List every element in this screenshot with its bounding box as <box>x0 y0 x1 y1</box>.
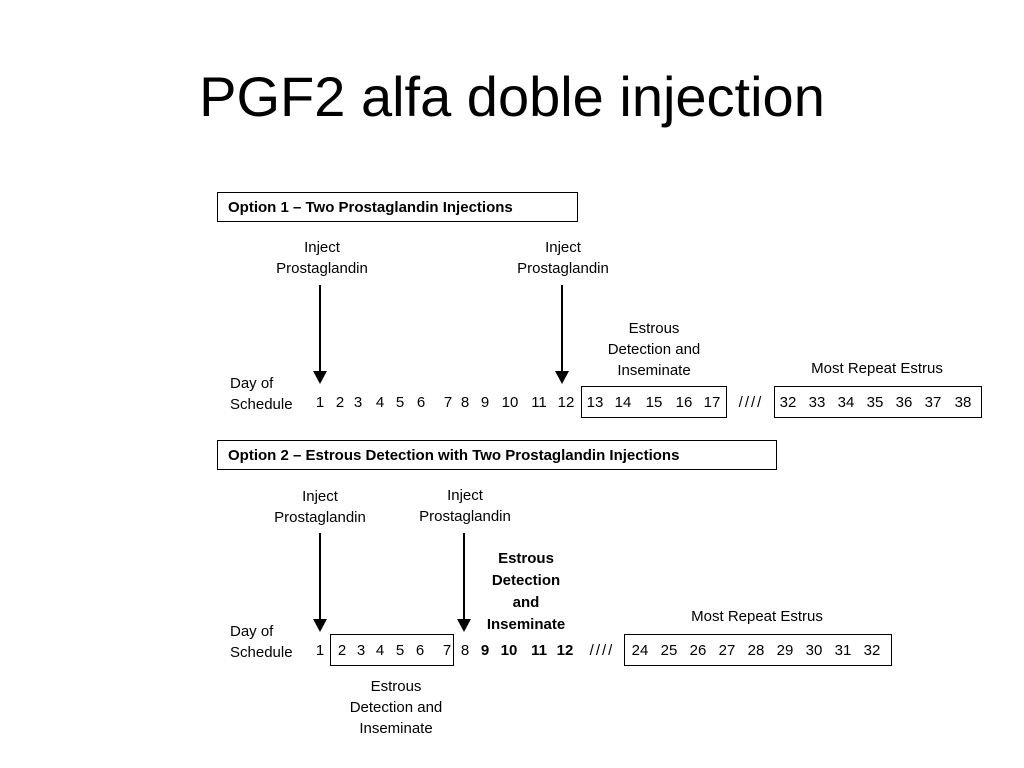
option2-estrous-days-box <box>330 634 454 666</box>
label-line: Estrous <box>498 550 554 567</box>
day-number-bold: 11 <box>531 642 547 659</box>
option1-arrow-1-shaft <box>319 285 321 372</box>
day-number-bold: 10 <box>500 642 518 659</box>
day-number: 26 <box>689 642 707 659</box>
prostaglandin-word: Prostaglandin <box>419 508 511 525</box>
option2-arrow-2-shaft <box>463 533 465 621</box>
day-number: 4 <box>375 394 385 411</box>
label-line: Day of <box>230 375 274 392</box>
inject-word: Inject <box>304 239 340 256</box>
day-number: 3 <box>356 642 366 659</box>
inject-word: Inject <box>545 239 581 256</box>
day-number: 36 <box>895 394 913 411</box>
day-number: 6 <box>415 642 425 659</box>
day-number: 17 <box>703 394 721 411</box>
option1-arrow-2-shaft <box>561 285 563 372</box>
option2-estrous-label-below: Estrous Detection and Inseminate <box>336 676 456 739</box>
day-number: 30 <box>805 642 823 659</box>
day-number-bold: 12 <box>556 642 574 659</box>
day-number: 14 <box>614 394 632 411</box>
label-line: Detection and <box>607 341 701 358</box>
day-number: 32 <box>863 642 881 659</box>
label-line: Estrous <box>628 320 680 337</box>
day-number: 33 <box>808 394 826 411</box>
day-number: 8 <box>460 642 470 659</box>
option1-estrous-label: Estrous Detection and Inseminate <box>594 318 714 381</box>
option1-arrow-2-head <box>555 371 569 384</box>
day-number-bold: 9 <box>480 642 490 659</box>
day-number: 37 <box>924 394 942 411</box>
day-number: 29 <box>776 642 794 659</box>
day-number: 2 <box>335 394 345 411</box>
option2-repeat-days-box <box>624 634 892 666</box>
option1-inject-label-1: Inject Prostaglandin <box>262 237 382 279</box>
day-number: 12 <box>557 394 575 411</box>
inject-word: Inject <box>302 488 338 505</box>
option2-arrow-1-head <box>313 619 327 632</box>
label-line: Detection and <box>349 699 443 716</box>
option1-repeat-label: Most Repeat Estrus <box>811 360 943 377</box>
option2-arrow-2-head <box>457 619 471 632</box>
prostaglandin-word: Prostaglandin <box>276 260 368 277</box>
option1-inject-label-2: Inject Prostaglandin <box>503 237 623 279</box>
day-number: 3 <box>353 394 363 411</box>
day-number: 28 <box>747 642 765 659</box>
prostaglandin-word: Prostaglandin <box>274 509 366 526</box>
day-number: 4 <box>375 642 385 659</box>
day-number: 6 <box>416 394 426 411</box>
day-number: 31 <box>834 642 852 659</box>
option1-break-mark: //// <box>738 394 764 411</box>
option1-repeat-days-box <box>774 386 982 418</box>
option2-arrow-1-shaft <box>319 533 321 621</box>
label-line: Estrous <box>370 678 422 695</box>
day-number: 35 <box>866 394 884 411</box>
day-number: 5 <box>395 642 405 659</box>
day-number: 5 <box>395 394 405 411</box>
day-number: 10 <box>501 394 519 411</box>
label-line: Inseminate <box>617 362 691 379</box>
day-number: 8 <box>460 394 470 411</box>
day-number: 25 <box>660 642 678 659</box>
option2-header: Option 2 – Estrous Detection with Two Pr… <box>217 440 777 470</box>
day-number: 13 <box>586 394 604 411</box>
label-line: Day of <box>230 623 274 640</box>
day-number: 7 <box>442 642 452 659</box>
day-number: 1 <box>315 394 325 411</box>
option2-inject-label-2: Inject Prostaglandin <box>405 485 525 527</box>
option1-estrous-days-box <box>581 386 727 418</box>
slide-title: PGF2 alfa doble injection <box>199 65 825 128</box>
day-number: 34 <box>837 394 855 411</box>
option2-day-label: Day of Schedule <box>230 621 293 663</box>
day-number: 24 <box>631 642 649 659</box>
label-line: Inseminate <box>486 616 566 633</box>
day-number: 1 <box>315 642 325 659</box>
option2-break-mark: //// <box>589 642 615 659</box>
label-line: Schedule <box>230 396 293 413</box>
label-line: Inseminate <box>359 720 433 737</box>
day-number: 7 <box>443 394 453 411</box>
inject-word: Inject <box>447 487 483 504</box>
label-line: Schedule <box>230 644 293 661</box>
option1-day-label: Day of Schedule <box>230 373 293 415</box>
day-number: 38 <box>954 394 972 411</box>
day-number: 9 <box>480 394 490 411</box>
day-number: 32 <box>779 394 797 411</box>
prostaglandin-word: Prostaglandin <box>517 260 609 277</box>
option2-inject-label-1: Inject Prostaglandin <box>260 486 380 528</box>
option2-estrous-label-bold: Estrous Detection and Inseminate <box>466 548 586 636</box>
option1-header: Option 1 – Two Prostaglandin Injections <box>217 192 578 222</box>
option1-arrow-1-head <box>313 371 327 384</box>
option2-repeat-label: Most Repeat Estrus <box>691 608 823 625</box>
day-number: 15 <box>645 394 663 411</box>
day-number: 11 <box>531 394 547 411</box>
day-number: 16 <box>675 394 693 411</box>
day-number: 2 <box>337 642 347 659</box>
label-line: Detection <box>491 572 561 589</box>
day-number: 27 <box>718 642 736 659</box>
label-line: and <box>512 594 540 611</box>
